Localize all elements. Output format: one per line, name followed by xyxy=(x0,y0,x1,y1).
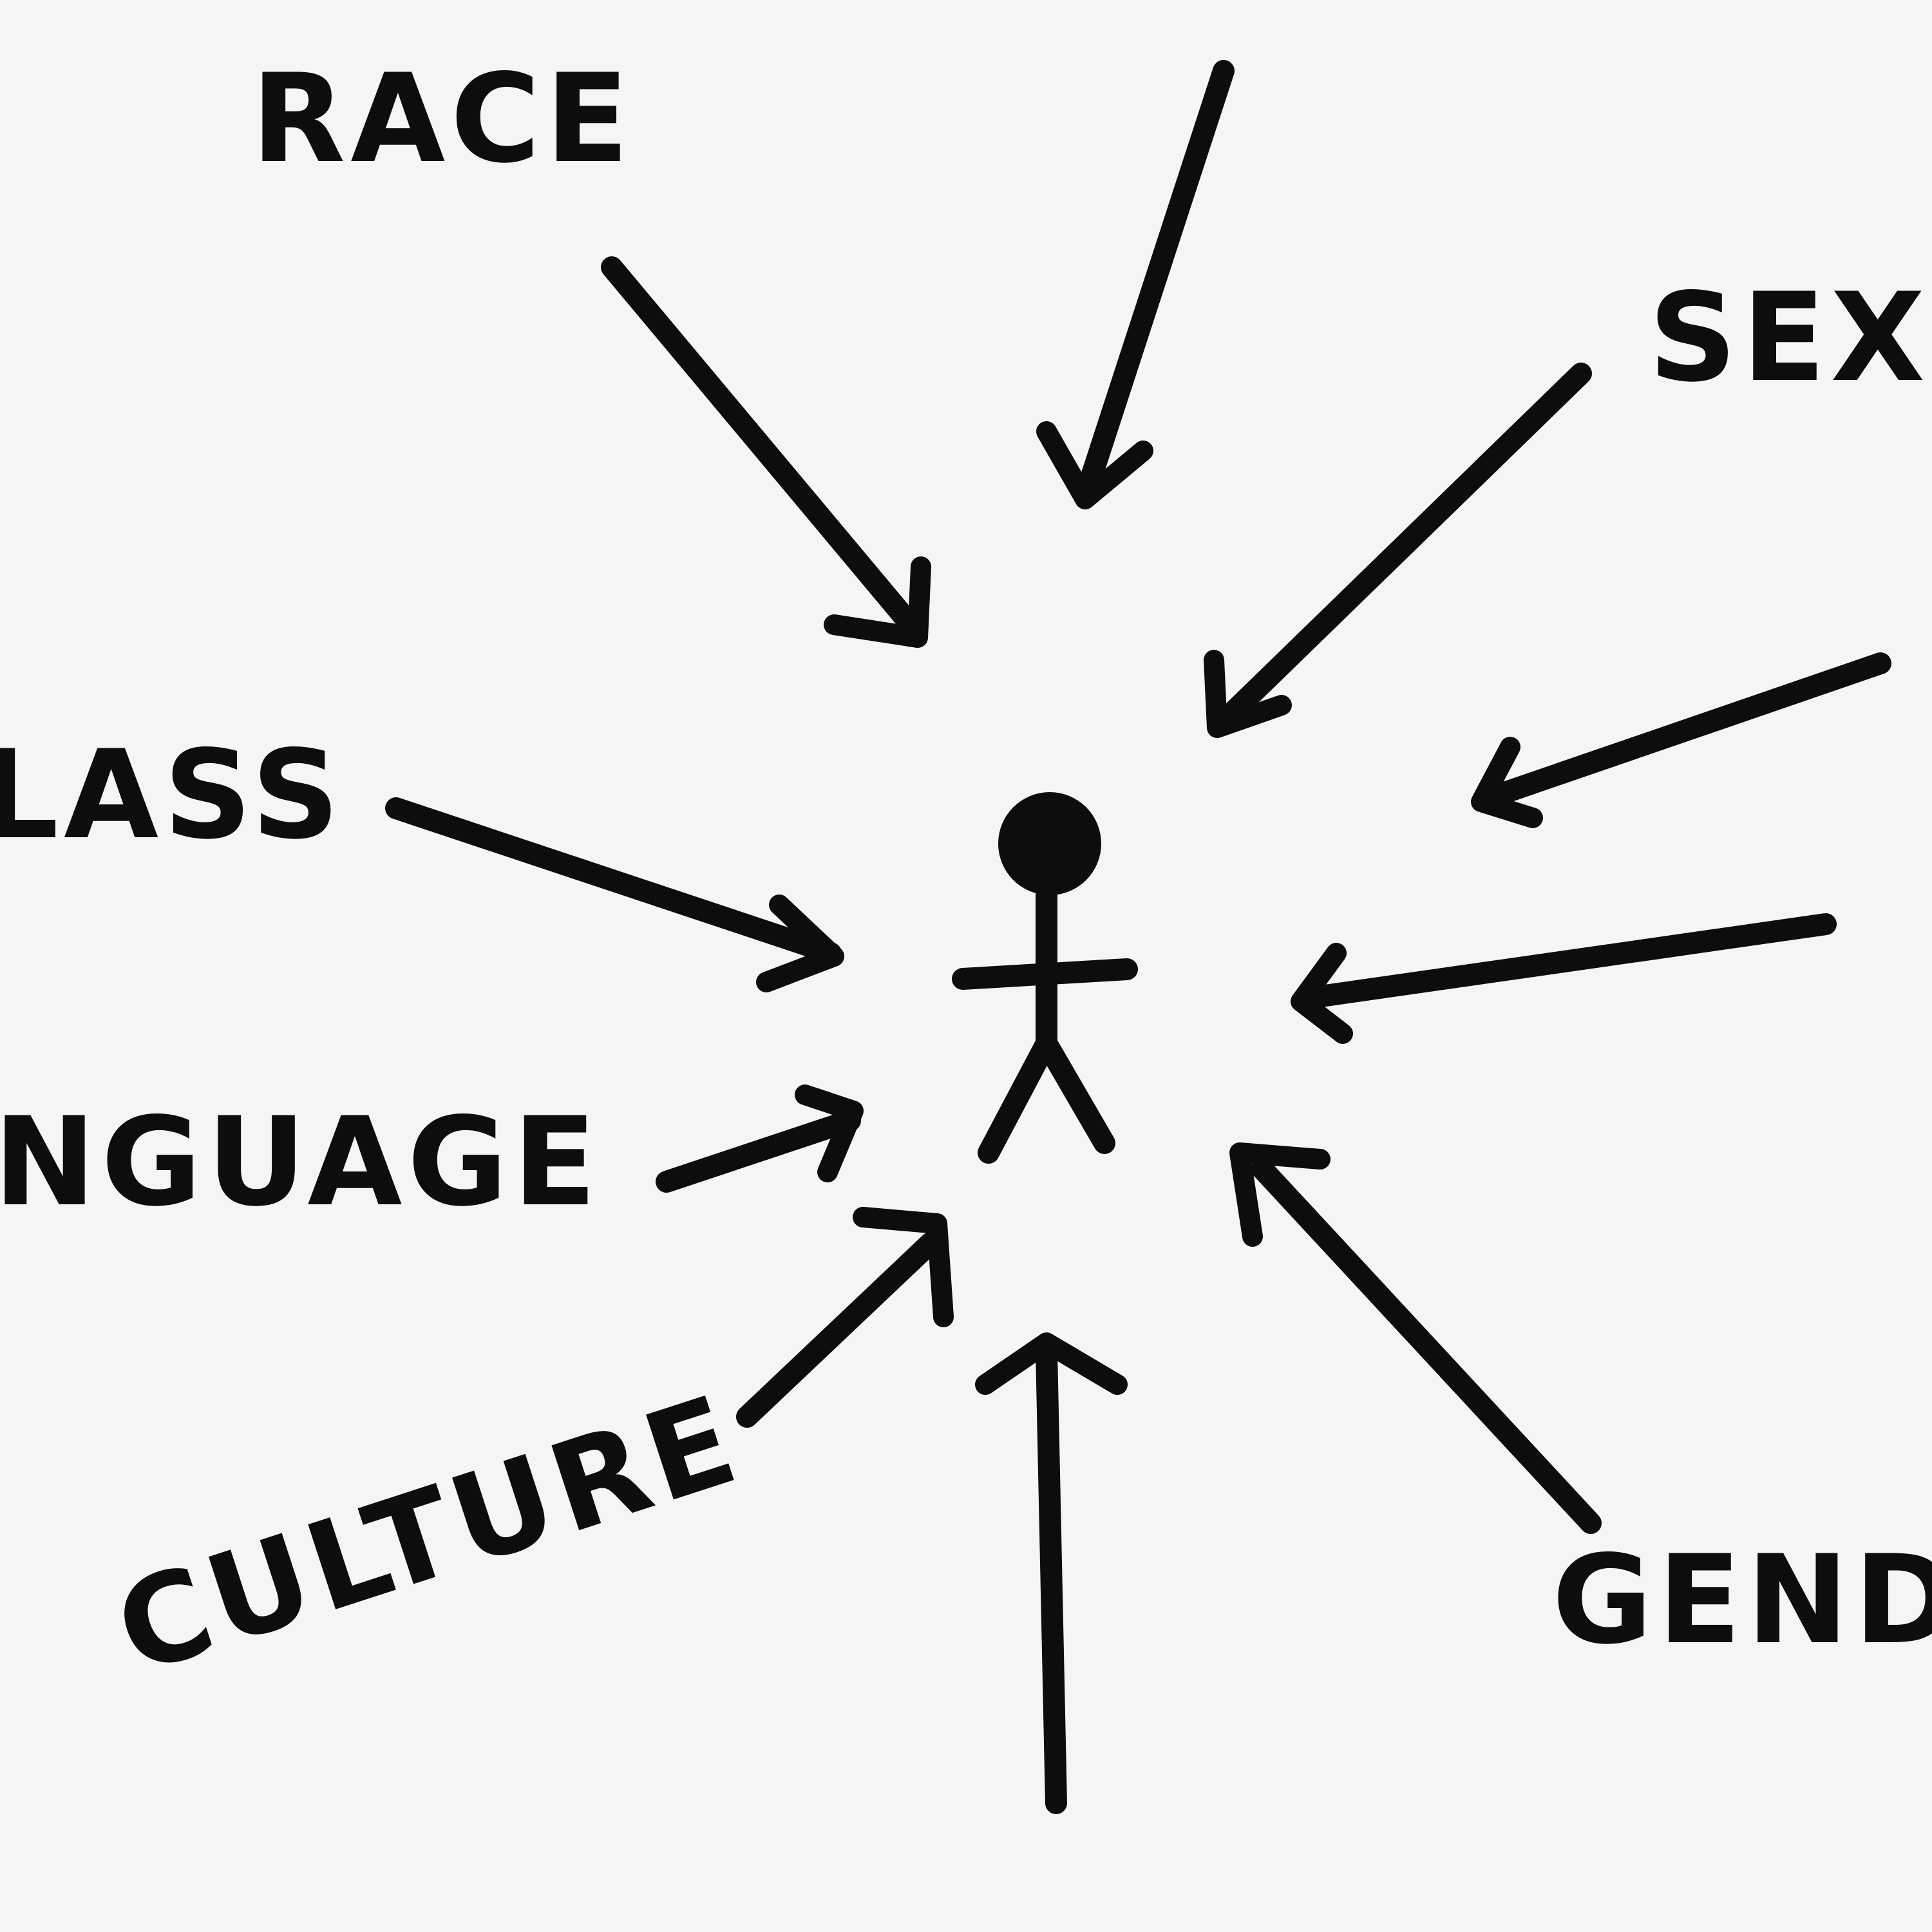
label-language: NGUAGE xyxy=(0,1091,601,1233)
arrow-right-middle xyxy=(1291,913,1837,1044)
stick-figure-right-leg xyxy=(1036,1032,1115,1154)
arrow-gender xyxy=(1229,1142,1602,1534)
label-race: RACE xyxy=(251,48,634,190)
stick-figure xyxy=(952,792,1138,1164)
label-gender: GEND xyxy=(1552,1529,1932,1671)
arrow-culture xyxy=(736,1207,954,1428)
arrow-bottom xyxy=(975,1332,1128,1814)
stick-figure-head xyxy=(998,792,1101,895)
label-class: LASS xyxy=(0,724,345,866)
label-culture: CULTURE xyxy=(100,1368,757,1702)
stick-figure-arms xyxy=(952,958,1138,990)
arrow-top xyxy=(1036,60,1235,509)
arrow-race xyxy=(601,256,931,648)
stick-figure-left-leg xyxy=(978,1032,1057,1164)
arrow-class xyxy=(385,797,844,992)
arrow-right-upper xyxy=(1471,652,1891,828)
arrow-sexuality xyxy=(1204,363,1592,738)
label-sexuality: SEXU xyxy=(1649,267,1932,409)
arrow-language xyxy=(656,1084,864,1193)
